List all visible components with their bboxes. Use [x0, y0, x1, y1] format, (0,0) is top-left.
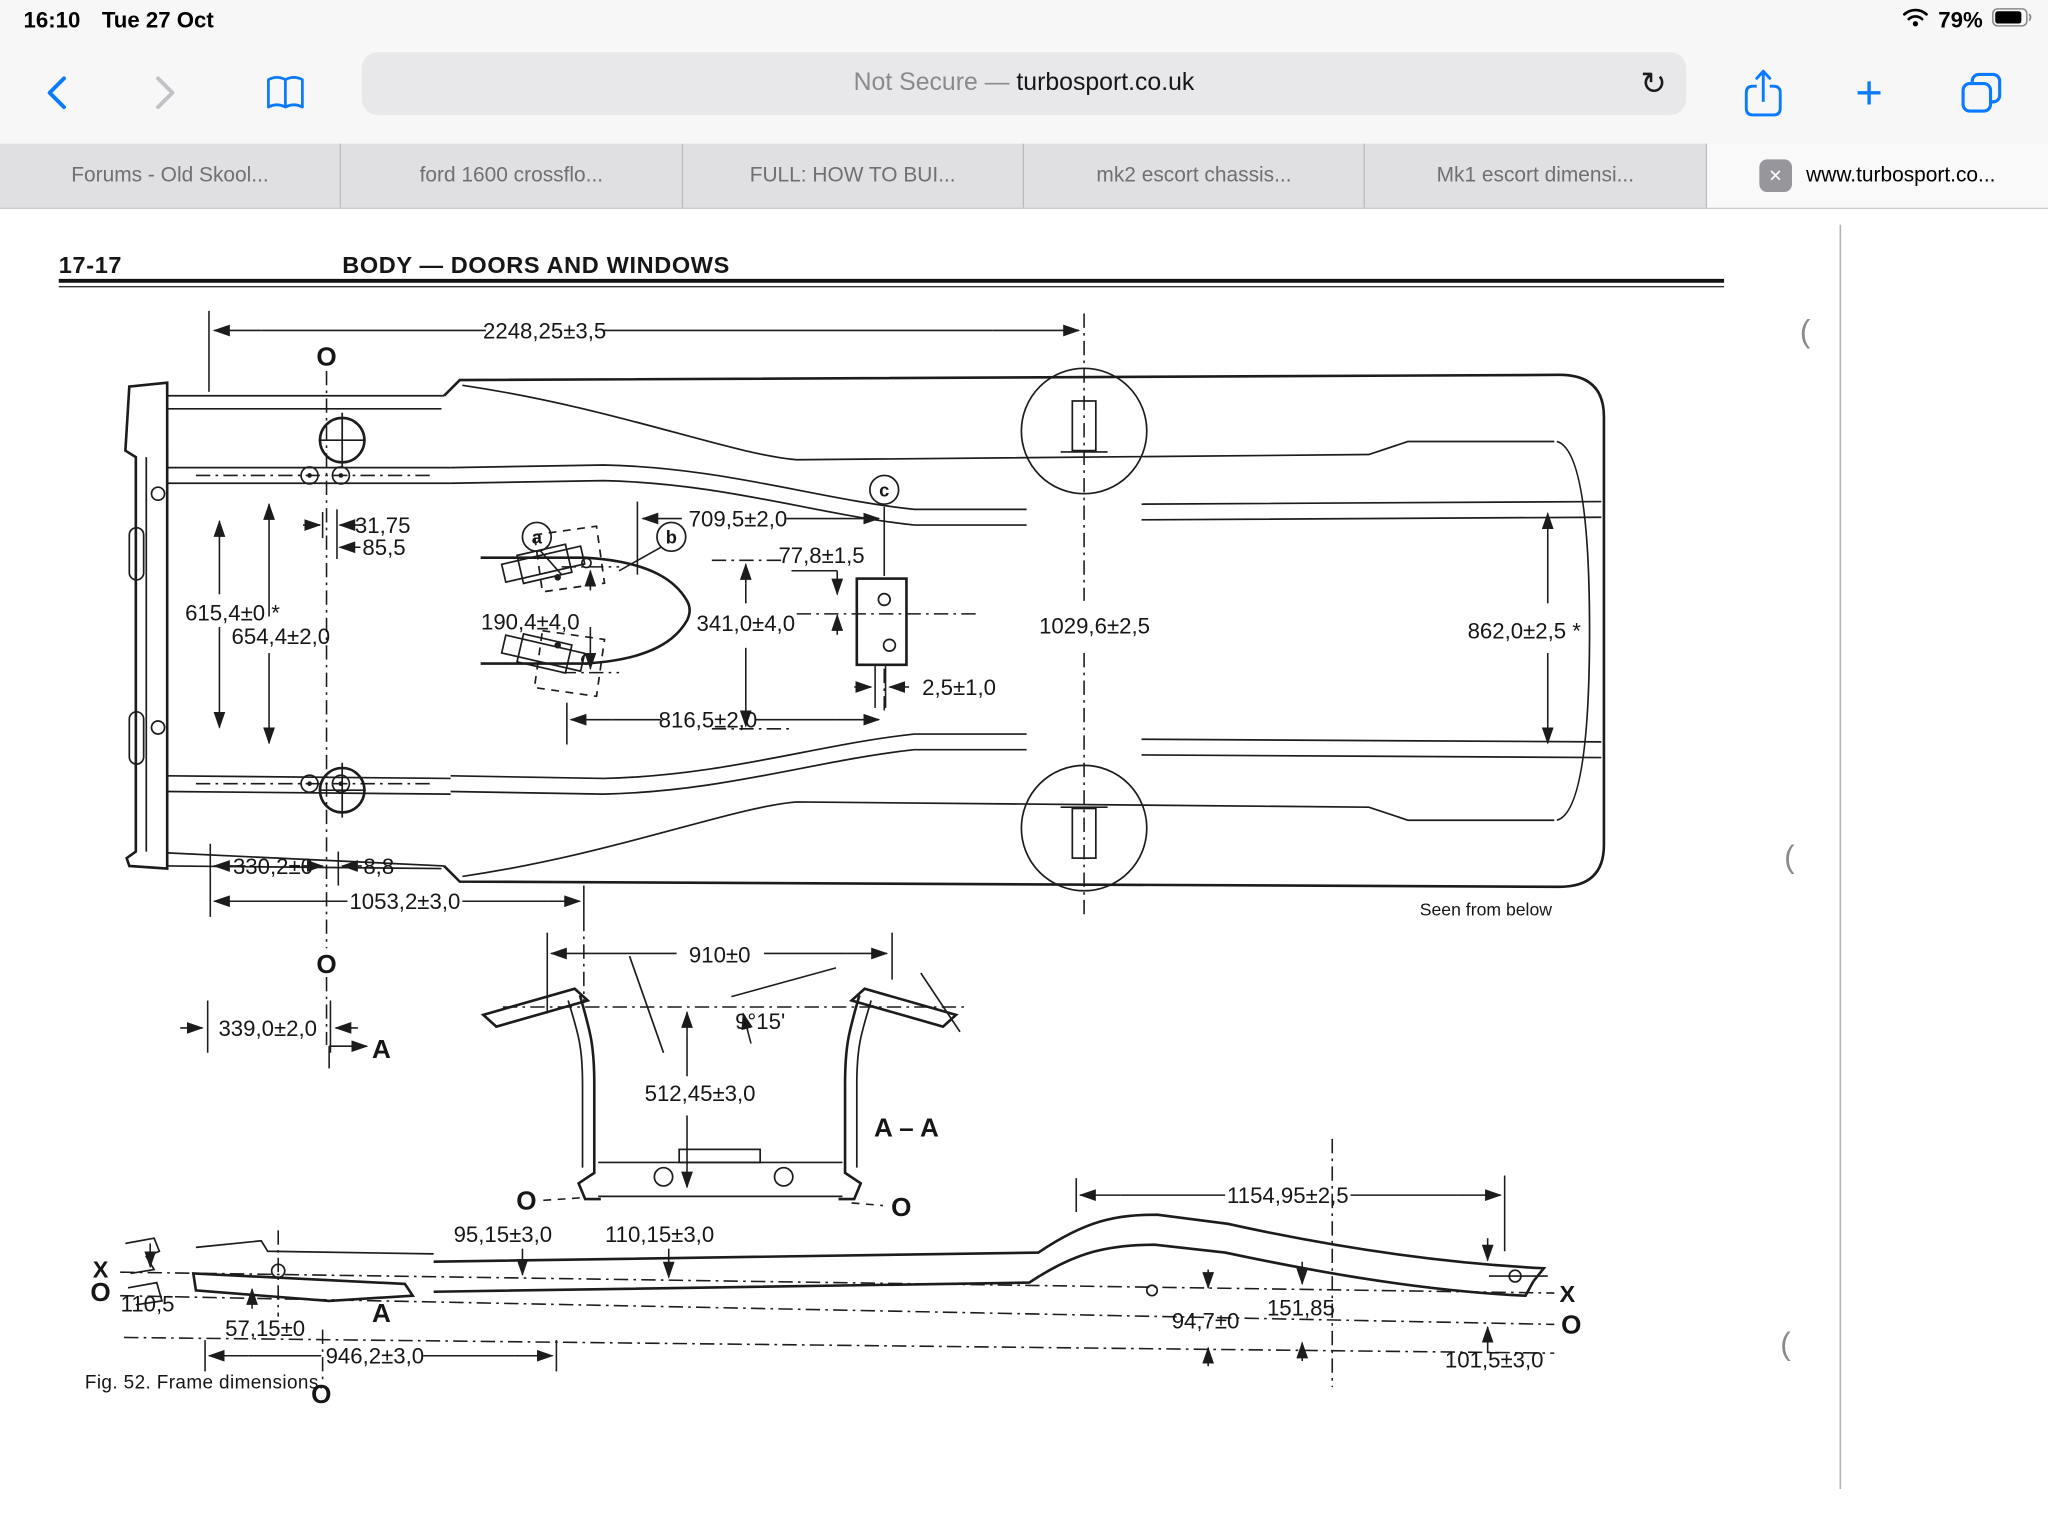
scan-artifacts: ( ( (: [1780, 224, 1842, 1489]
dim-110-15: 110,15±3,0: [605, 1222, 714, 1247]
svg-text:(: (: [1800, 314, 1811, 349]
datum-markers: O O O O O O O X X A A A – A a b c: [90, 342, 1581, 1409]
dim-1053-2: 1053,2±3,0: [349, 889, 460, 914]
tab-mk2-chassis[interactable]: mk2 escort chassis...: [1024, 143, 1366, 208]
status-bar: 16:10 Tue 27 Oct 79%: [0, 0, 2048, 42]
dim-2-5: 2,5±1,0: [922, 675, 996, 700]
svg-text:(: (: [1784, 839, 1795, 874]
datum-o-mid: O: [316, 949, 336, 979]
view-note: Seen from below: [1420, 900, 1553, 920]
callout-b: b: [666, 526, 677, 547]
tab-ford-1600[interactable]: ford 1600 crossflo...: [341, 143, 683, 208]
section-arrow-a-bottom: A: [372, 1298, 391, 1328]
datum-o-bottom: O: [311, 1379, 331, 1409]
top-view-dimensions: [180, 310, 1554, 1069]
tab-bar: Forums - Old Skool... ford 1600 crossflo…: [0, 143, 2048, 209]
dim-85-5: 85,5: [362, 535, 405, 560]
clock: 16:10: [23, 7, 81, 33]
toolbar: Not Secure — turbosport.co.uk ↻ +: [0, 42, 2048, 144]
datum-o-section-left: O: [516, 1185, 536, 1215]
section-arrow-a-top: A: [372, 1034, 391, 1064]
new-tab-button[interactable]: +: [1846, 42, 1893, 144]
dimension-labels: 2248,25±3,5 31,75 85,5 615,4±0 * 654,4±2…: [121, 318, 1582, 1372]
dim-1029-6: 1029,6±2,5: [1039, 613, 1150, 638]
dim-654-4: 654,4±2,0: [232, 624, 331, 649]
dim-31-75: 31,75: [355, 513, 411, 538]
dim-9-15: 9°15': [735, 1009, 785, 1034]
datum-o-top: O: [316, 342, 336, 372]
dim-110-5: 110,5: [121, 1291, 175, 1316]
tab-label: ford 1600 crossflo...: [419, 163, 604, 187]
date: Tue 27 Oct: [101, 7, 214, 33]
tab-full-how-to[interactable]: FULL: HOW TO BUI...: [683, 143, 1024, 208]
page-number: 17-17: [59, 252, 122, 278]
dim-910: 910±0: [689, 943, 751, 968]
not-secure-label: Not Secure —: [853, 69, 1017, 97]
callout-a: a: [532, 526, 543, 547]
page-title: BODY — DOORS AND WINDOWS: [342, 252, 730, 278]
tab-label: mk2 escort chassis...: [1096, 163, 1292, 187]
wifi-icon: [1902, 7, 1929, 34]
tab-forums[interactable]: Forums - Old Skool...: [0, 143, 342, 208]
dim-816-5: 816,5±2,0: [659, 708, 758, 733]
dim-1154-95: 1154,95±2,5: [1227, 1183, 1349, 1208]
dim-862-0: 862,0±2,5 *: [1468, 619, 1582, 644]
dim-95-15: 95,15±3,0: [454, 1222, 553, 1247]
tab-mk1-dimensions[interactable]: Mk1 escort dimensi...: [1365, 143, 1707, 208]
dim-101-5: 101,5±3,0: [1445, 1348, 1544, 1373]
datum-o-section-right: O: [891, 1192, 911, 1222]
dim-512-45: 512,45±3,0: [645, 1081, 756, 1106]
tab-label: Mk1 escort dimensi...: [1436, 163, 1635, 187]
tab-label: FULL: HOW TO BUI...: [749, 163, 956, 187]
web-page-content[interactable]: 17-17 BODY — DOORS AND WINDOWS: [0, 210, 2048, 1536]
callout-c: c: [879, 479, 889, 500]
tabs-overview-button[interactable]: [1957, 42, 2007, 144]
dim-330-2: 330,2±0: [233, 854, 313, 879]
top-view-drawing: [124, 313, 1606, 949]
section-label-a-a: A – A: [874, 1112, 939, 1142]
dim-709-5: 709,5±2,0: [689, 506, 788, 531]
browser-chrome: 16:10 Tue 27 Oct 79%: [0, 0, 2048, 144]
dim-57-15: 57,15±0: [225, 1316, 305, 1341]
share-icon[interactable]: [1738, 42, 1788, 144]
datum-o-left: O: [90, 1277, 110, 1307]
plus-icon: +: [1855, 65, 1883, 119]
dim-341-0: 341,0±4,0: [697, 611, 796, 636]
dim-overall-length: 2248,25±3,5: [483, 318, 606, 343]
svg-text:(: (: [1780, 1326, 1791, 1361]
datum-x-left: X: [93, 1256, 109, 1282]
dim-151-85: 151,85: [1267, 1295, 1335, 1320]
bookmarks-icon[interactable]: [264, 42, 308, 144]
tab-label: www.turbosport.co...: [1806, 163, 1996, 187]
dim-190-4: 190,4±4,0: [481, 610, 580, 635]
dim-615-4: 615,4±0 *: [185, 600, 280, 625]
dim-946-2: 946,2±3,0: [326, 1344, 425, 1369]
battery-percent: 79%: [1938, 7, 1983, 32]
tab-label: Forums - Old Skool...: [71, 163, 269, 187]
dim-77-8: 77,8±1,5: [778, 543, 864, 568]
dim-339-0: 339,0±2,0: [218, 1016, 317, 1041]
scan-header: 17-17 BODY — DOORS AND WINDOWS: [58, 252, 1725, 288]
dim-8-8: 8,8: [363, 854, 394, 879]
tab-turbosport-active[interactable]: ✕ www.turbosport.co...: [1706, 143, 2048, 208]
refresh-icon[interactable]: ↻: [1640, 65, 1667, 102]
battery-icon: [1992, 7, 2032, 33]
address-domain: turbosport.co.uk: [1016, 69, 1195, 97]
frame-dimensions-diagram: 17-17 BODY — DOORS AND WINDOWS: [58, 224, 1842, 1489]
figure-caption: Fig. 52. Frame dimensions.: [85, 1372, 324, 1393]
close-tab-icon[interactable]: ✕: [1759, 159, 1792, 192]
address-bar[interactable]: Not Secure — turbosport.co.uk ↻: [361, 52, 1687, 115]
back-button[interactable]: [37, 42, 76, 144]
datum-x-right: X: [1560, 1281, 1576, 1307]
section-a-a-drawing: [480, 932, 970, 1207]
dim-94-7: 94,7±0: [1172, 1308, 1240, 1333]
datum-o-right: O: [1561, 1310, 1581, 1340]
forward-button[interactable]: [145, 42, 184, 144]
